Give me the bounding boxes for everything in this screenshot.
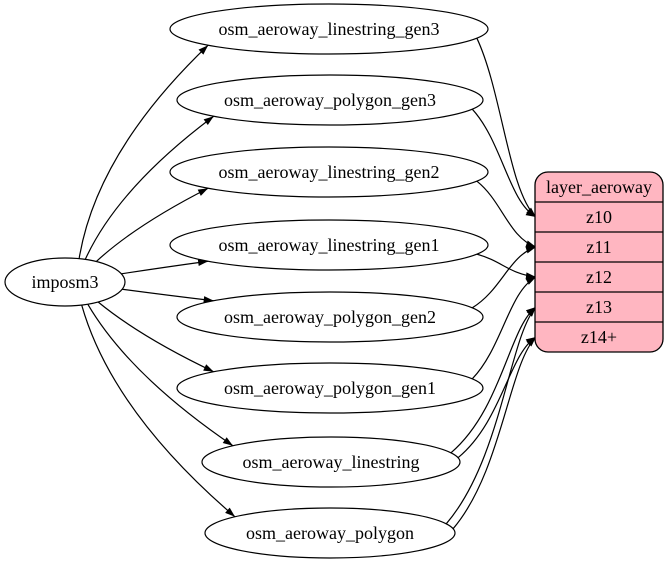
arrowhead-osm_aeroway_polygon_gen1-to-z12 [525, 277, 536, 285]
table-node-osm_aeroway_linestring: osm_aeroway_linestring [201, 436, 461, 488]
source-node-imposm3-ellipse [4, 257, 126, 307]
table-node-osm_aeroway_linestring-label: osm_aeroway_linestring [243, 452, 420, 472]
edge-osm_aeroway_polygon_gen1-to-z12 [471, 276, 537, 380]
source-node-imposm3: imposm3 [4, 257, 126, 307]
edge-osm_aeroway_linestring_gen3-to-z10 [476, 37, 537, 218]
record-row-z11: z11 [586, 237, 611, 257]
edge-osm_aeroway_linestring-to-z14+ [457, 336, 537, 459]
edge-osm_aeroway_polygon-to-z14+ [452, 336, 537, 530]
table-node-osm_aeroway_linestring_gen2: osm_aeroway_linestring_gen2 [169, 146, 489, 198]
arrowhead-osm_aeroway_polygon_gen3-to-z10 [525, 209, 536, 217]
arrowhead-osm_aeroway_polygon-to-z13 [526, 307, 536, 317]
edge-imposm3-to-osm_aeroway_linestring [87, 303, 234, 447]
table-node-osm_aeroway_polygon-ellipse [204, 507, 456, 559]
arrowhead-imposm3-to-osm_aeroway_linestring_gen3 [198, 45, 209, 55]
edge-imposm3-to-osm_aeroway_linestring_gen2 [95, 187, 209, 262]
edge-osm_aeroway_polygon-to-z13 [445, 306, 537, 525]
table-node-osm_aeroway_linestring_gen2-label: osm_aeroway_linestring_gen2 [219, 162, 440, 182]
table-node-osm_aeroway_polygon: osm_aeroway_polygon [204, 507, 456, 559]
table-node-osm_aeroway_polygon_gen3-label: osm_aeroway_polygon_gen3 [224, 90, 436, 110]
record-row-z13: z13 [586, 297, 612, 317]
arrowhead-imposm3-to-osm_aeroway_linestring [222, 437, 233, 446]
nodes-layer: osm_aeroway_linestring_gen3 osm_aeroway_p… [4, 3, 664, 559]
arrowhead-osm_aeroway_linestring_gen2-to-z11 [525, 240, 536, 248]
table-node-osm_aeroway_linestring_gen3: osm_aeroway_linestring_gen3 [169, 3, 489, 55]
arrowhead-osm_aeroway_polygon_gen2-to-z11 [525, 246, 536, 254]
arrowhead-imposm3-to-osm_aeroway_polygon [225, 507, 235, 517]
table-node-osm_aeroway_linestring_gen1: osm_aeroway_linestring_gen1 [169, 219, 489, 271]
edge-osm_aeroway_linestring-to-z13 [450, 306, 537, 454]
record-row-z14+: z14+ [581, 327, 617, 347]
record-row-z12: z12 [586, 267, 612, 287]
table-node-osm_aeroway_polygon_gen1: osm_aeroway_polygon_gen1 [176, 362, 484, 414]
table-node-osm_aeroway_linestring_gen3-label: osm_aeroway_linestring_gen3 [219, 19, 440, 39]
table-node-osm_aeroway_polygon_gen3: osm_aeroway_polygon_gen3 [176, 74, 484, 126]
table-node-osm_aeroway_linestring_gen1-label: osm_aeroway_linestring_gen1 [219, 235, 440, 255]
table-node-osm_aeroway_polygon_gen1-label: osm_aeroway_polygon_gen1 [224, 378, 436, 398]
table-node-osm_aeroway_polygon_gen2-label: osm_aeroway_polygon_gen2 [224, 307, 436, 327]
table-node-osm_aeroway_polygon_gen2-ellipse [176, 291, 484, 343]
arrowhead-osm_aeroway_polygon-to-z14+ [526, 337, 536, 347]
table-node-osm_aeroway_linestring_gen3-ellipse [169, 3, 489, 55]
edge-imposm3-to-osm_aeroway_polygon_gen1 [97, 301, 214, 373]
record-row-z10: z10 [586, 207, 612, 227]
arrowhead-imposm3-to-osm_aeroway_polygon_gen3 [203, 116, 214, 126]
edge-imposm3-to-osm_aeroway_linestring_gen3 [78, 44, 209, 259]
source-node-imposm3-label: imposm3 [31, 272, 98, 292]
table-node-osm_aeroway_polygon_gen1-ellipse [176, 362, 484, 414]
edge-imposm3-to-osm_aeroway_polygon [81, 304, 236, 518]
record-node-layer_aeroway: layer_aeroway z10 z11 z12 z13 z14+ [534, 171, 664, 353]
table-node-osm_aeroway_polygon_gen3-ellipse [176, 74, 484, 126]
edge-osm_aeroway_polygon_gen3-to-z10 [471, 108, 537, 218]
edge-imposm3-to-osm_aeroway_polygon_gen3 [84, 115, 215, 260]
table-node-osm_aeroway_polygon-label: osm_aeroway_polygon [246, 523, 414, 543]
arrowhead-imposm3-to-osm_aeroway_polygon_gen1 [203, 364, 214, 372]
record-title: layer_aeroway [546, 177, 652, 197]
table-node-osm_aeroway_polygon_gen2: osm_aeroway_polygon_gen2 [176, 291, 484, 343]
table-node-osm_aeroway_linestring-ellipse [201, 436, 461, 488]
arrowhead-imposm3-to-osm_aeroway_linestring_gen2 [197, 188, 209, 196]
table-node-osm_aeroway_linestring_gen1-ellipse [169, 219, 489, 271]
table-node-osm_aeroway_linestring_gen2-ellipse [169, 146, 489, 198]
